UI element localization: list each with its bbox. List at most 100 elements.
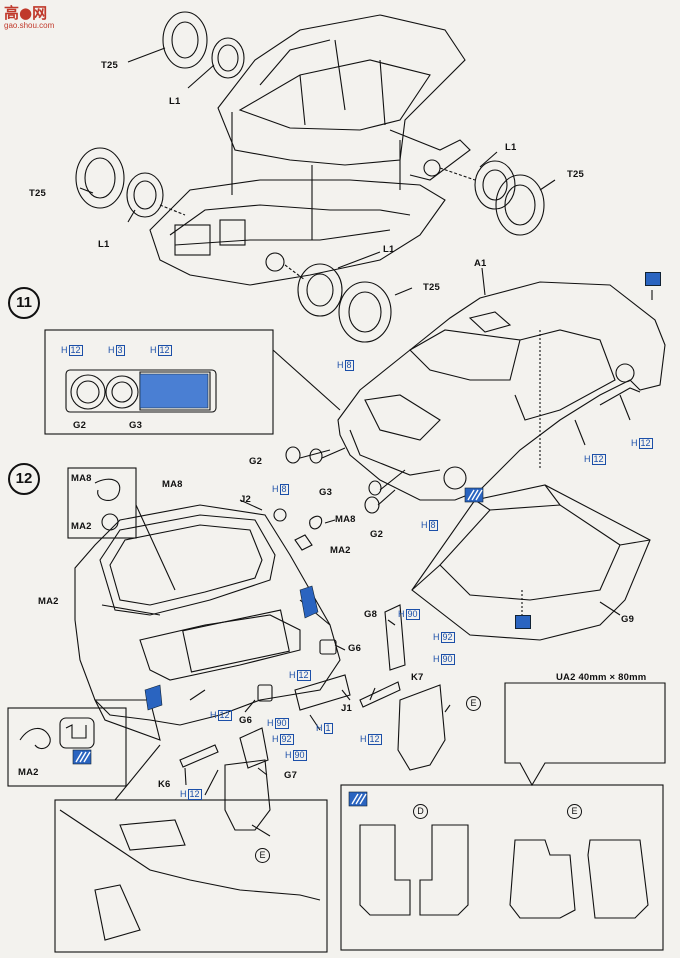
paint-number: 12 — [187, 789, 202, 800]
watermark-line1: 高●网 — [4, 4, 48, 22]
paint-prefix: H — [108, 345, 115, 355]
paint-number: 8 — [279, 484, 289, 495]
paint-prefix: H — [584, 454, 591, 464]
label-ma8-body: MA8 — [162, 479, 183, 490]
label-g3-inset: G3 — [129, 420, 143, 431]
paint-number: 92 — [440, 632, 455, 643]
paint-prefix: H — [272, 734, 279, 744]
label-l1-1: L1 — [169, 96, 181, 107]
label-g6-left: G6 — [239, 715, 253, 726]
paint-number: 12 — [638, 438, 653, 449]
chassis-drawing — [75, 11, 556, 343]
paint-prefix: H — [631, 438, 638, 448]
paint-number: 3 — [115, 345, 125, 356]
alignment-pin-top-icon — [645, 272, 661, 286]
paint-number: 12 — [217, 710, 232, 721]
label-ma2-inset: MA2 — [71, 521, 92, 532]
label-e-right: E — [466, 696, 481, 711]
label-t25-4: T25 — [423, 282, 440, 293]
paint-prefix: H — [180, 789, 187, 799]
label-a1: A1 — [474, 258, 487, 269]
paint-prefix: H — [433, 654, 440, 664]
rear-light-blue-right — [299, 585, 319, 619]
label-g6-right: G6 — [348, 643, 362, 654]
label-g9: G9 — [621, 614, 635, 625]
rear-light-blue-left — [144, 684, 163, 711]
step-11-number: 11 — [8, 287, 40, 319]
paint-prefix: H — [61, 345, 68, 355]
label-j1: J1 — [341, 703, 352, 714]
alignment-pin-bottom-icon — [515, 615, 531, 629]
label-g7: G7 — [284, 770, 298, 781]
label-l1-4: L1 — [383, 244, 395, 255]
grille-blue-area — [139, 373, 209, 409]
watermark: 高●网 gao.shou.com — [4, 2, 54, 30]
label-d-decal: D — [413, 804, 428, 819]
label-g2-2: G2 — [370, 529, 384, 540]
paint-number: 12 — [296, 670, 311, 681]
paint-number: 12 — [68, 345, 83, 356]
step11-drawing — [44, 267, 666, 641]
label-t25-2: T25 — [29, 188, 46, 199]
paint-prefix: H — [289, 670, 296, 680]
label-g2-inset: G2 — [73, 420, 87, 431]
paint-prefix: H — [398, 609, 405, 619]
paint-number: 12 — [157, 345, 172, 356]
paint-number: 90 — [274, 718, 289, 729]
label-ma8-right: MA8 — [335, 514, 356, 525]
paint-prefix: H — [150, 345, 157, 355]
paint-number: 1 — [323, 723, 333, 734]
paint-number: 90 — [405, 609, 420, 620]
step-12-number: 12 — [8, 463, 40, 495]
paint-number: 92 — [279, 734, 294, 745]
label-ma2-left: MA2 — [38, 596, 59, 607]
label-k7: K7 — [411, 672, 424, 683]
label-e-decal: E — [567, 804, 582, 819]
label-g2-1: G2 — [249, 456, 263, 467]
label-ua2-decal: UA2 40mm × 80mm — [556, 672, 647, 683]
paint-prefix: H — [433, 632, 440, 642]
label-l1-3: L1 — [505, 142, 517, 153]
paint-prefix: H — [285, 750, 292, 760]
label-j2: J2 — [240, 494, 251, 505]
step12-drawing — [7, 467, 666, 953]
paint-number: 90 — [292, 750, 307, 761]
label-l1-2: L1 — [98, 239, 110, 250]
label-ma2-right: MA2 — [330, 545, 351, 556]
paint-number: 90 — [440, 654, 455, 665]
label-g3-1: G3 — [319, 487, 333, 498]
paint-number: 8 — [344, 360, 354, 371]
paint-prefix: H — [421, 520, 428, 530]
paint-prefix: H — [272, 484, 279, 494]
label-k6: K6 — [158, 779, 171, 790]
label-t25-1: T25 — [101, 60, 118, 71]
label-e-bottom: E — [255, 848, 270, 863]
label-ma8-inset: MA8 — [71, 473, 92, 484]
paint-prefix: H — [267, 718, 274, 728]
paint-prefix: H — [316, 723, 323, 733]
paint-prefix: H — [210, 710, 217, 720]
paint-number: 8 — [428, 520, 438, 531]
paint-number: 12 — [591, 454, 606, 465]
paint-prefix: H — [337, 360, 344, 370]
label-g8: G8 — [364, 609, 378, 620]
